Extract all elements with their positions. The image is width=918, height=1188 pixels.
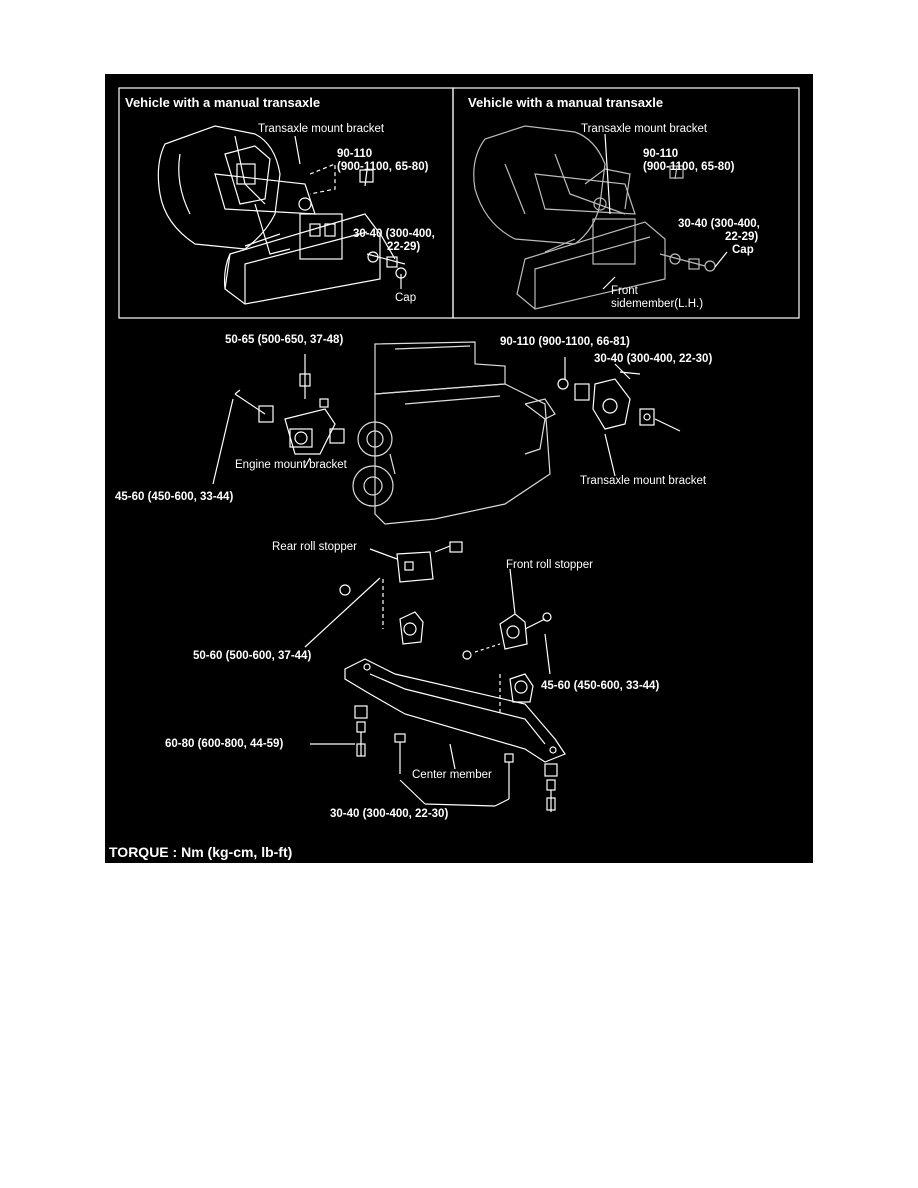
right-transaxle-drawing <box>473 125 716 310</box>
engine-drawing <box>352 341 556 525</box>
left-torque-30-40-detail: 22-29) <box>387 241 421 253</box>
torque-50-65-label: 50-65 (500-650, 37-48) <box>225 334 344 346</box>
rear-roll-stopper-label: Rear roll stopper <box>272 541 358 553</box>
torque-30-40-lower-label: 30-40 (300-400, 22-30) <box>330 808 449 820</box>
exploded-diagram: Vehicle with a manual transaxle Transaxl… <box>105 74 813 863</box>
torque-90-110-engine-label: 90-110 (900-1100, 66-81) <box>500 336 630 348</box>
panel-right-frame <box>452 87 800 319</box>
lower-drawing <box>304 541 566 812</box>
torque-60-80-label: 60-80 (600-800, 44-59) <box>165 738 284 750</box>
left-torque-90-110-label: 90-110 <box>337 148 373 160</box>
right-torque-90-110-label: 90-110 <box>643 148 679 160</box>
center-member-label: Center member <box>412 769 492 781</box>
engine-mount-bracket-label: Engine mount bracket <box>235 459 347 471</box>
panel-right-header: Vehicle with a manual transaxle <box>468 95 664 110</box>
left-torque-30-40-label: 30-40 (300-400, <box>353 228 435 240</box>
torque-45-60-lower-label: 45-60 (450-600, 33-44) <box>541 680 660 692</box>
right-transaxle-mount-bracket-label: Transaxle mount bracket <box>581 123 708 135</box>
rear-roll-stopper-shape <box>396 551 434 583</box>
right-cap-label: Cap <box>732 244 754 256</box>
right-torque-90-110-detail: (900-1100, 65-80) <box>643 161 735 173</box>
torque-units-footer: TORQUE : Nm (kg-cm, lb-ft) <box>109 844 293 860</box>
transaxle-mount-bracket-label: Transaxle mount bracket <box>580 475 707 487</box>
right-torque-30-40-detail: 22-29) <box>725 231 759 243</box>
panel-left-header: Vehicle with a manual transaxle <box>125 95 321 110</box>
front-sidemember-label: sidemember(L.H.) <box>611 298 704 310</box>
left-transaxle-mount-bracket-label: Transaxle mount bracket <box>258 123 385 135</box>
front-roll-stopper-label: Front roll stopper <box>506 559 593 571</box>
front-roll-stopper-shape <box>499 613 528 650</box>
diagram-artwork <box>118 87 800 812</box>
left-transaxle-drawing <box>157 125 407 305</box>
torque-50-60-label: 50-60 (500-600, 37-44) <box>193 650 312 662</box>
front-label: Front <box>611 285 638 297</box>
center-member-shape <box>344 658 566 763</box>
torque-45-60-engine-label: 45-60 (450-600, 33-44) <box>115 491 234 503</box>
torque-30-40-engine-label: 30-40 (300-400, 22-30) <box>594 353 713 365</box>
right-torque-30-40-label: 30-40 (300-400, <box>678 218 760 230</box>
left-cap-label: Cap <box>395 292 417 304</box>
engine-mount-parts <box>212 354 681 485</box>
left-torque-90-110-detail: (900-1100, 65-80) <box>337 161 429 173</box>
